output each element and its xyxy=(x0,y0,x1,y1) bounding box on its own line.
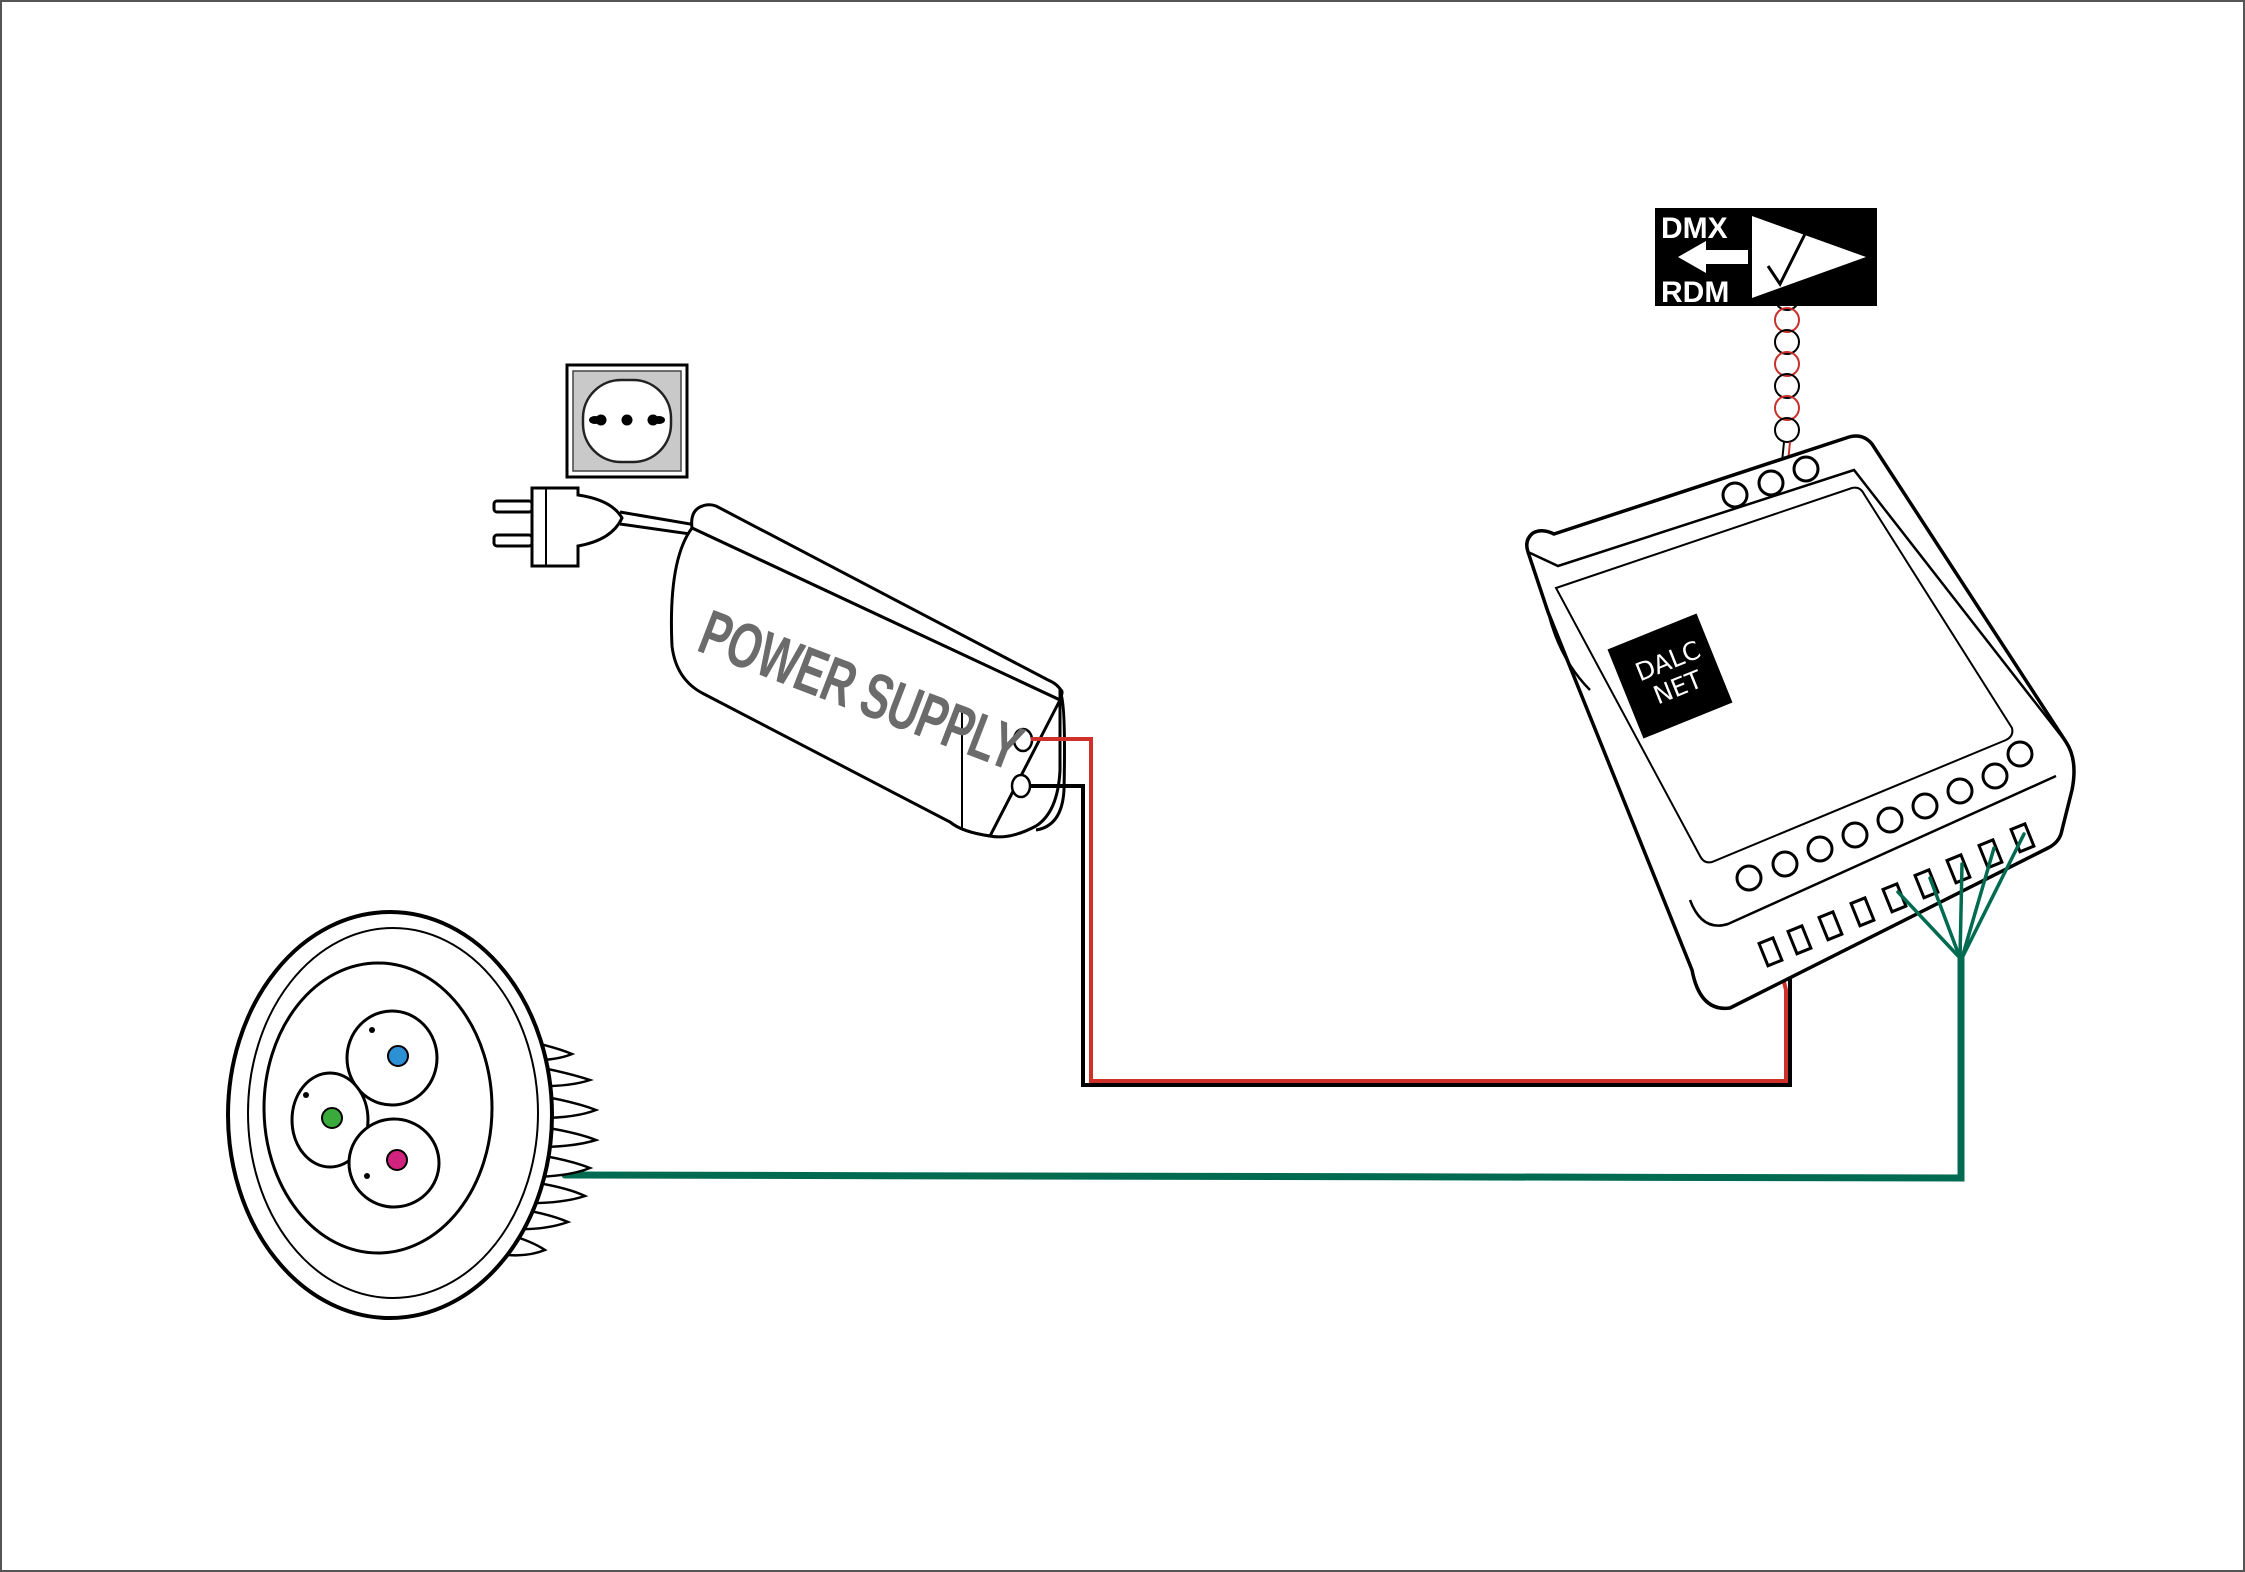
dmx-rdm-logo-icon: DMX RDM xyxy=(1655,208,1877,309)
power-supply-unit: POWER SUPPLY xyxy=(669,503,1066,839)
rdm-label: RDM xyxy=(1661,276,1729,309)
led-downlight-icon xyxy=(226,910,600,1320)
wall-socket-icon xyxy=(565,363,689,479)
dmx-cable xyxy=(1774,285,1800,463)
output-wires xyxy=(561,832,2026,1182)
dmx-label: DMX xyxy=(1661,212,1728,245)
dalcnet-controller: DALC NET xyxy=(1525,434,2076,1011)
power-plug-icon xyxy=(492,486,703,568)
positive-wire xyxy=(1031,737,1788,1083)
